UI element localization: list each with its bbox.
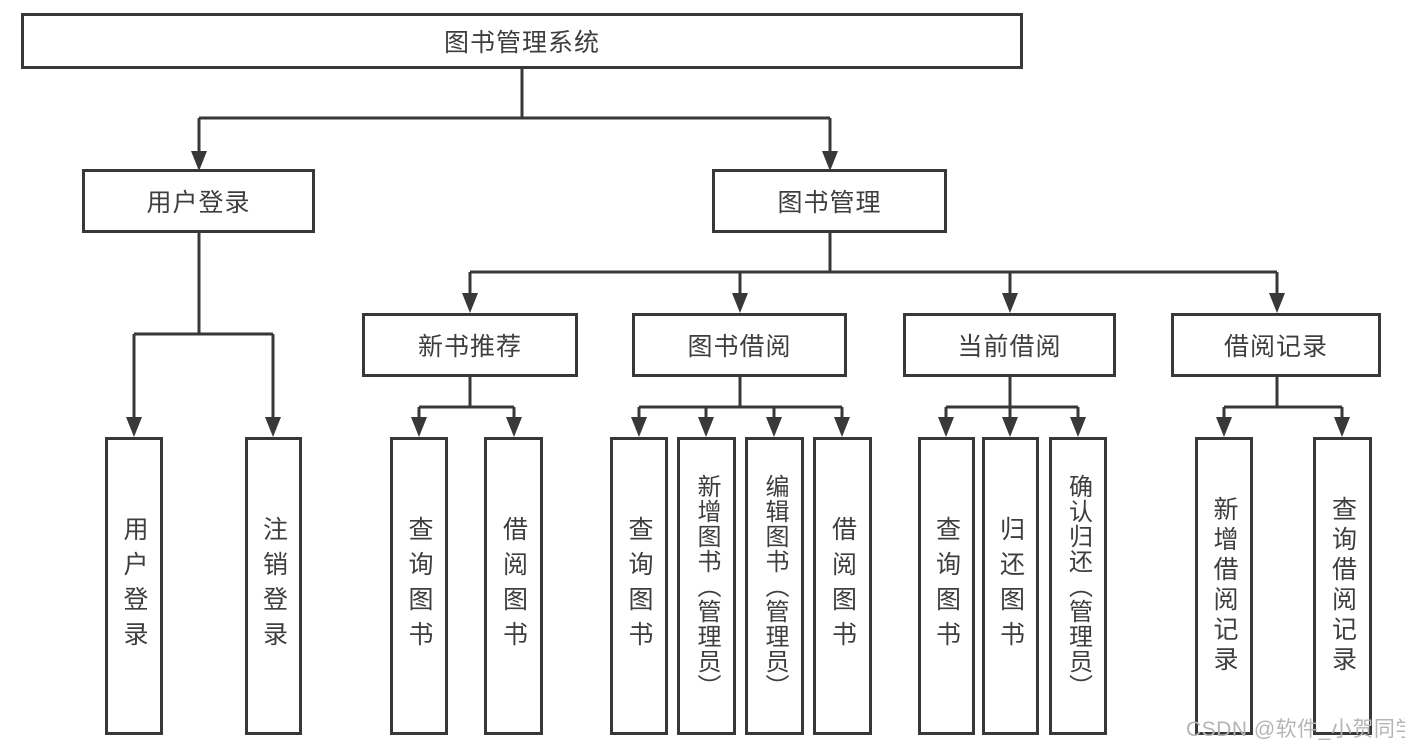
arrow-down-icon [1002,417,1018,437]
leaf-borrow-books-borrowing-label: 借阅图书 [828,516,857,656]
arrow-down-icon [766,417,782,437]
arrow-down-icon [822,151,838,171]
node-user-login-label: 用户登录 [146,189,251,217]
arrow-down-icon [191,151,207,171]
arrow-down-icon [698,417,714,437]
leaf-borrow-books-borrowing: 借阅图书 [813,437,872,735]
leaf-query-books-current: 查询图书 [918,437,975,735]
leaf-edit-book-admin-label: 编辑图书（管理员） [761,473,788,699]
arrow-down-icons [126,151,1350,437]
arrow-down-icon [1002,293,1018,313]
leaf-confirm-return-admin-label: 确认归还（管理员） [1064,473,1092,699]
node-book-management-label: 图书管理 [777,189,882,217]
node-user-login: 用户登录 [82,169,315,233]
node-book-management: 图书管理 [712,169,947,233]
node-current-borrowing: 当前借阅 [903,313,1116,377]
leaf-query-books-recommend: 查询图书 [390,437,448,735]
arrow-down-icon [938,417,954,437]
arrow-down-icon [126,417,142,437]
node-current-borrowing-label: 当前借阅 [957,333,1062,361]
arrow-down-icon [1216,417,1232,437]
node-borrowing-records-label: 借阅记录 [1223,333,1328,361]
node-root-label: 图书管理系统 [443,29,600,57]
leaf-add-borrow-record-label: 新增借阅记录 [1210,496,1238,676]
arrow-down-icon [631,417,647,437]
node-new-book-recommend: 新书推荐 [362,313,578,377]
arrow-down-icon [265,417,281,437]
leaf-borrow-books-recommend-label: 借阅图书 [499,516,528,656]
arrow-down-icon [834,417,850,437]
csdn-watermark: CSDN @软件_小贺同学 [1186,718,1405,741]
leaf-query-borrow-record-label: 查询借阅记录 [1328,496,1357,676]
leaf-query-books-borrowing: 查询图书 [610,437,668,735]
leaf-borrow-books-recommend: 借阅图书 [484,437,543,735]
leaf-query-borrow-record: 查询借阅记录 [1313,437,1372,735]
node-book-borrowing-label: 图书借阅 [687,333,792,361]
tree-branch-lines [132,69,1344,422]
leaf-logout: 注销登录 [245,437,302,735]
node-root: 图书管理系统 [21,13,1023,69]
leaf-return-book: 归还图书 [982,437,1039,735]
leaf-query-books-current-label: 查询图书 [932,516,961,656]
leaf-add-book-admin-label: 新增图书（管理员） [693,473,720,699]
arrow-down-icon [506,417,522,437]
arrow-down-icon [462,293,478,313]
leaf-logout-label: 注销登录 [259,516,288,656]
leaf-query-books-borrowing-label: 查询图书 [625,516,653,656]
arrow-down-icon [1334,417,1350,437]
leaf-user-login: 用户登录 [105,437,163,735]
leaf-return-book-label: 归还图书 [996,516,1025,656]
node-borrowing-records: 借阅记录 [1171,313,1381,377]
leaf-add-borrow-record: 新增借阅记录 [1195,437,1253,735]
arrow-down-icon [411,417,427,437]
leaf-user-login-label: 用户登录 [120,516,148,656]
leaf-query-books-recommend-label: 查询图书 [405,516,433,656]
arrow-down-icon [1269,293,1285,313]
leaf-add-book-admin: 新增图书（管理员） [677,437,736,735]
node-book-borrowing: 图书借阅 [632,313,847,377]
node-new-book-recommend-label: 新书推荐 [417,333,522,361]
leaf-edit-book-admin: 编辑图书（管理员） [745,437,804,735]
arrow-down-icon [732,293,748,313]
arrow-down-icon [1070,417,1086,437]
leaf-confirm-return-admin: 确认归还（管理员） [1049,437,1107,735]
